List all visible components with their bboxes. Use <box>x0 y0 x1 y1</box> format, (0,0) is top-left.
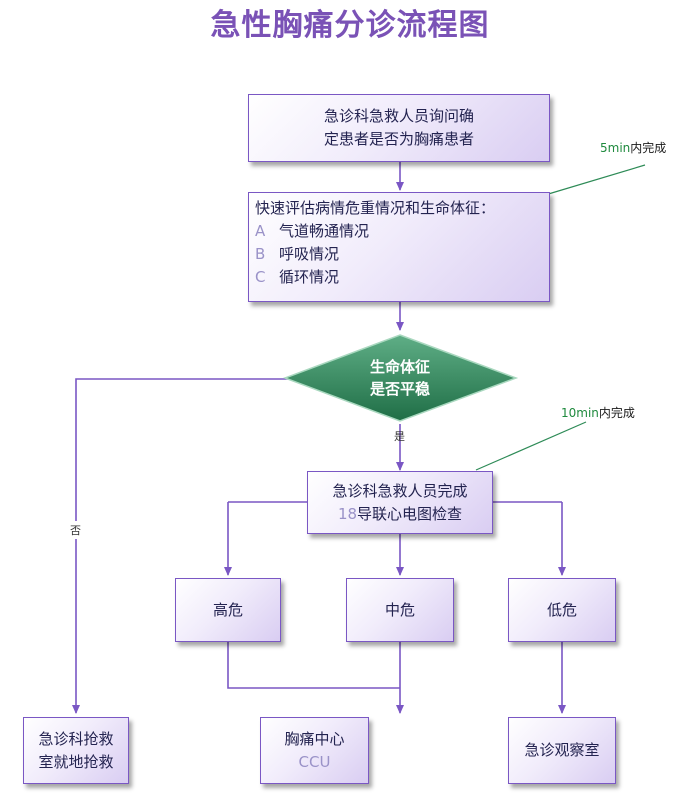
note-5min-suffix: 内完成 <box>630 141 667 155</box>
low-risk-box: 低危 <box>508 578 616 642</box>
assessment-item-b: B 呼吸情况 <box>255 243 549 266</box>
ecg-box: 急诊科急救人员完成 18导联心电图检查 <box>307 471 493 534</box>
rescue-line-2: 室就地抢救 <box>38 752 114 771</box>
item-letter-a: A <box>255 222 266 240</box>
item-letter-c: C <box>255 268 266 286</box>
item-letter-b: B <box>255 245 266 263</box>
inquiry-line-2: 定患者是否为胸痛患者 <box>323 130 474 148</box>
ecg-line-1: 急诊科急救人员完成 <box>332 481 468 500</box>
diamond-line-1: 生命体征 <box>369 358 430 376</box>
inquiry-box: 急诊科急救人员询问确 定患者是否为胸痛患者 <box>248 94 550 162</box>
high-risk-box: 高危 <box>175 578 281 642</box>
rescue-line-1: 急诊科抢救 <box>38 729 114 748</box>
note-10min: 10min内完成 <box>561 404 635 421</box>
yes-label: 是 <box>394 430 405 443</box>
diamond-line-2: 是否平稳 <box>369 380 430 398</box>
rescue-room-box: 急诊科抢救 室就地抢救 <box>23 717 129 784</box>
item-text-c: 循环情况 <box>279 268 340 286</box>
page-title: 急性胸痛分诊流程图 <box>210 8 490 43</box>
note-10min-value: 10min <box>561 406 599 420</box>
chest-center-label: 胸痛中心 <box>284 729 345 748</box>
note-5min: 5min内完成 <box>600 139 666 156</box>
assessment-item-c: C 循环情况 <box>255 266 549 289</box>
item-text-b: 呼吸情况 <box>279 245 340 263</box>
inquiry-line-1: 急诊科急救人员询问确 <box>323 107 474 125</box>
vital-signs-diamond <box>282 334 519 422</box>
assessment-item-a: A 气道畅通情况 <box>255 220 549 243</box>
note-5min-value: 5min <box>600 141 631 155</box>
chest-pain-center-box: 胸痛中心 CCU <box>260 717 369 784</box>
assessment-title: 快速评估病情危重情况和生命体征： <box>255 199 496 217</box>
ccu-label: CCU <box>298 752 331 771</box>
no-label: 否 <box>70 521 81 539</box>
assessment-box: 快速评估病情危重情况和生命体征： A 气道畅通情况 B 呼吸情况 C 循环情况 <box>248 192 550 302</box>
ecg-lead-count: 18 <box>337 504 358 523</box>
note-10min-suffix: 内完成 <box>598 406 635 420</box>
ecg-line-2: 18导联心电图检查 <box>338 503 462 526</box>
medium-risk-box: 中危 <box>346 578 454 642</box>
observation-room-box: 急诊观察室 <box>508 717 616 784</box>
diamond-label: 生命体征 是否平稳 <box>300 356 500 400</box>
item-text-a: 气道畅通情况 <box>279 222 370 240</box>
ecg-line-2-text: 导联心电图检查 <box>357 504 463 523</box>
